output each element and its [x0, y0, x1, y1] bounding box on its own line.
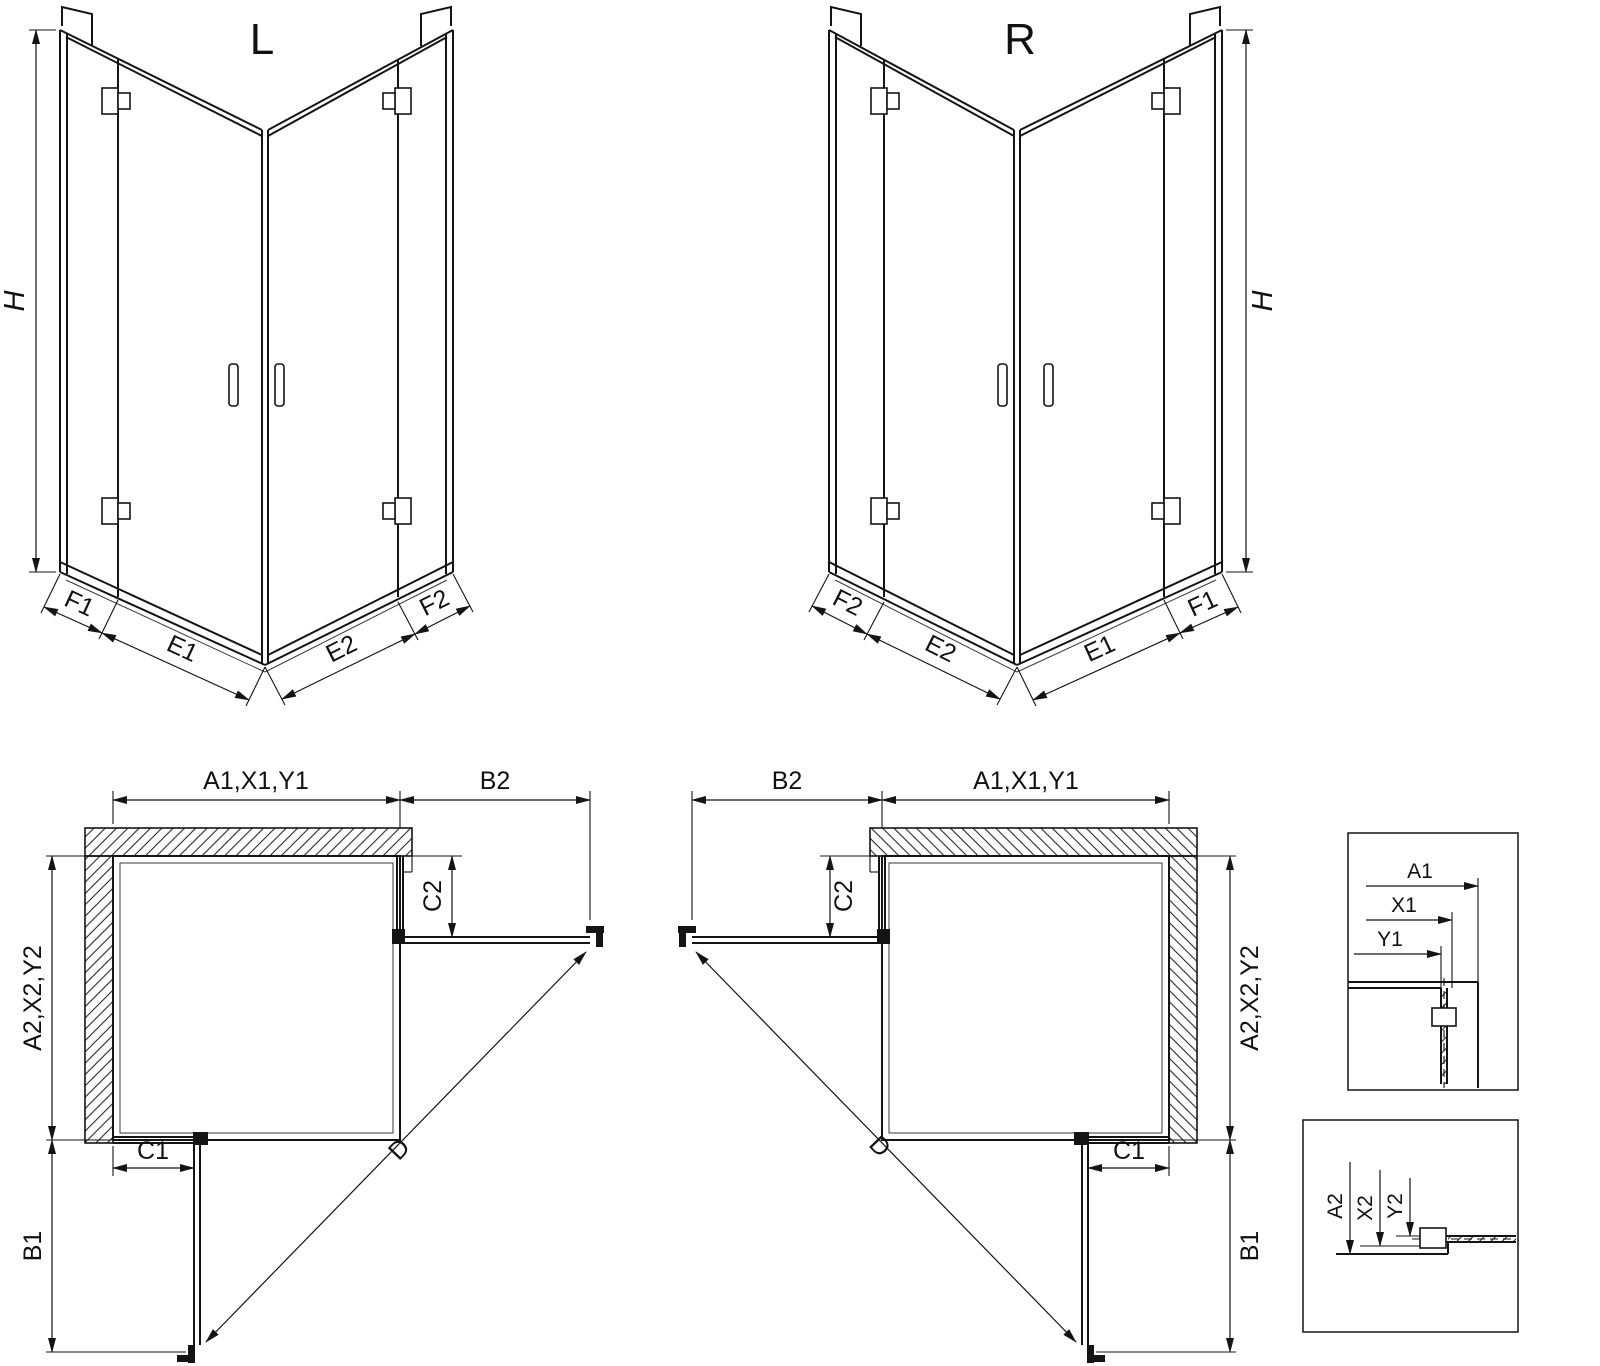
iso-left-e2-label: E2 [321, 629, 361, 668]
iso-right-title: R [1004, 15, 1036, 64]
plan-right-c1-label: C1 [1113, 1137, 1145, 1165]
detail-top-a1-label: A1 [1407, 860, 1433, 883]
plan-right-d-label: D [863, 1130, 896, 1162]
iso-right-e1-label: E1 [1080, 630, 1119, 668]
plan-right-b1-label: B1 [1236, 1231, 1264, 1262]
iso-left-height-label: H [0, 290, 31, 311]
plan-left-b2-label: B2 [480, 767, 511, 795]
iso-view-left-linework [29, 5, 474, 707]
plan-left-c2-label: C2 [419, 880, 447, 912]
detail-bottom-x2-label: X2 [1354, 1195, 1377, 1221]
plan-right-c2-label: C2 [830, 880, 858, 912]
plan-left-a1x1y1-label: A1,X1,Y1 [203, 767, 309, 795]
iso-right-height-label: H [1247, 290, 1279, 311]
iso-left-f2-label: F2 [415, 584, 454, 622]
detail-box-bottom: A2 X2 Y2 [1302, 1119, 1519, 1333]
iso-left-title: L [250, 15, 274, 64]
plan-left-d-label: D [383, 1133, 416, 1165]
plan-view-left-linework [46, 791, 604, 1363]
detail-bottom-a2-label: A2 [1324, 1193, 1347, 1219]
plan-left-c1-label: C1 [137, 1137, 169, 1165]
plan-right-a2x2y2-label: A2,X2,Y2 [1236, 945, 1264, 1051]
plan-left-a2x2y2-label: A2,X2,Y2 [19, 945, 47, 1051]
detail-top-y1-label: Y1 [1377, 928, 1403, 951]
plan-left-b1-label: B1 [19, 1231, 47, 1262]
detail-bottom-y2-label: Y2 [1384, 1193, 1407, 1219]
plan-right-b2-label: B2 [772, 767, 803, 795]
iso-left-e1-label: E1 [163, 630, 202, 668]
detail-box-top: A1 X1 Y1 [1347, 832, 1519, 1091]
detail-top-x1-label: X1 [1391, 894, 1417, 917]
iso-right-f2-label: F2 [828, 584, 867, 622]
iso-right-e2-label: E2 [921, 629, 961, 668]
plan-right-a1x1y1-label: A1,X1,Y1 [973, 767, 1079, 795]
plan-view-right-linework [678, 791, 1236, 1363]
